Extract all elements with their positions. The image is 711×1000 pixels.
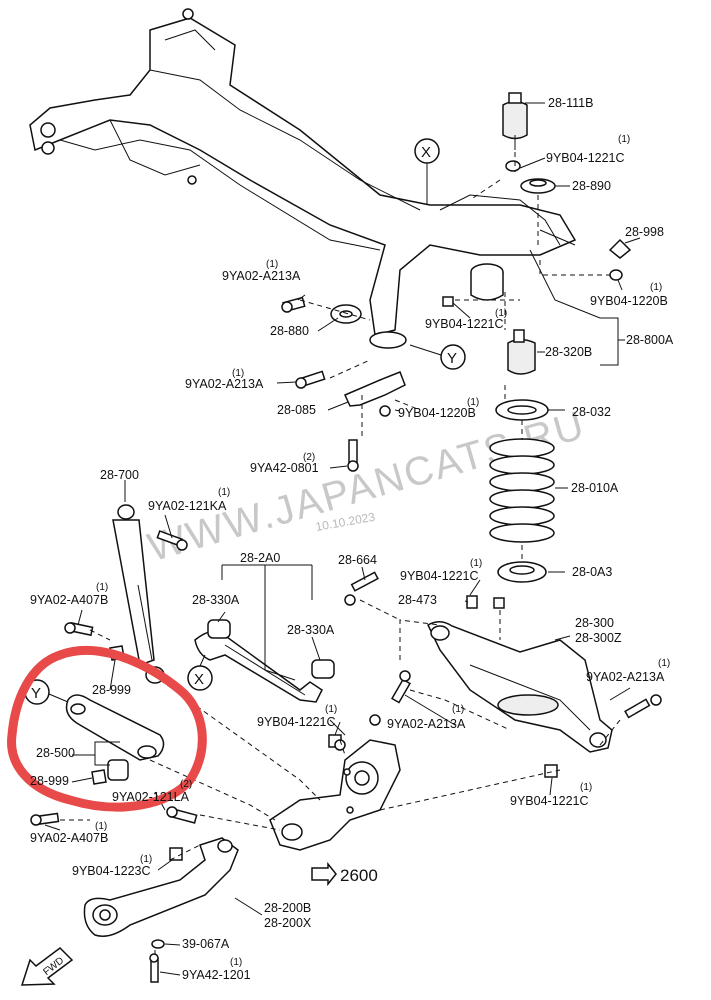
fwd-arrow: FWD [20,947,74,986]
label-28-300Z: 28-300Z [575,631,622,645]
label-28-111B: 28-111B [548,96,593,110]
label-9YB04-1220B-b: 9YB04-1220B [398,406,476,420]
assembly-lines [60,152,621,958]
label-28-300: 28-300 [575,616,614,630]
qty-9YA02-A213A-a: (1) [266,259,278,270]
svg-text:X: X [194,671,204,688]
marker-y-bottom: Y [24,679,69,705]
label-28-330A-b: 28-330A [287,623,335,637]
qty-9YB04-1221C-d: (1) [325,704,337,715]
knuckle [269,714,401,851]
marker-x-top: X [414,138,440,205]
label-28-890: 28-890 [572,179,611,193]
qty-9YA02-121KA: (1) [218,487,230,498]
marker-y-top: Y [409,344,466,370]
leader-lines [44,102,641,976]
qty-9YA02-121LA: (2) [180,779,192,790]
label-28-473: 28-473 [398,593,437,607]
qty-9YB04-1223C: (1) [140,854,152,865]
qty-9YA02-A213A-d: (1) [452,704,464,715]
label-9YA02-A213A-b: 9YA02-A213A [185,377,264,391]
label-28-085: 28-085 [277,403,316,417]
qty-9YB04-1221C-a: (1) [618,134,630,145]
highlight-circle [7,646,207,812]
label-9YB04-1221C-e: 9YB04-1221C [510,794,589,808]
label-39-067A: 39-067A [182,937,230,951]
label-28-200B: 28-200B [264,901,311,915]
part-labels: 28-111B (1) 9YB04-1221C 28-890 28-998 (1… [30,96,674,982]
label-9YA02-A407B-b: 9YA02-A407B [30,831,108,845]
lateral-link-area [30,621,198,826]
qty-9YA42-1201: (1) [230,957,242,968]
qty-9YA02-A407B-b: (1) [95,821,107,832]
svg-text:Y: Y [31,685,41,702]
label-28-664: 28-664 [338,553,377,567]
label-9YB04-1221C-b: 9YB04-1221C [425,317,504,331]
trailing-link [83,837,239,983]
label-9YA42-0801: 9YA42-0801 [250,461,319,475]
misc-fasteners [328,571,662,778]
label-9YB04-1221C-a: 9YB04-1221C [546,151,625,165]
svg-text:Y: Y [447,350,457,367]
label-9YA02-A213A-d: 9YA02-A213A [387,717,466,731]
marker-x-bottom: X [187,654,213,691]
svg-text:X: X [421,144,431,161]
coil-spring [489,438,555,543]
qty-9YB04-1221C-b: (1) [495,308,507,319]
label-9YB04-1221C-d: 9YB04-1221C [257,715,336,729]
label-9YA02-A213A-c: 9YA02-A213A [586,670,665,684]
label-9YA02-121LA: 9YA02-121LA [112,790,190,804]
subframe-fasteners [281,296,454,472]
label-28-200X: 28-200X [264,916,312,930]
lower-control-arm [427,621,613,753]
qty-9YA02-A407B-a: (1) [96,582,108,593]
label-28-0A3: 28-0A3 [572,565,612,579]
ref-2600-label: 2600 [340,866,378,885]
label-28-999-b: 28-999 [30,774,69,788]
label-9YB04-1223C: 9YB04-1223C [72,864,151,878]
label-28-320B: 28-320B [545,345,592,359]
label-9YA02-121KA: 9YA02-121KA [148,499,227,513]
label-28-700: 28-700 [100,468,139,482]
label-28-032: 28-032 [572,405,611,419]
label-28-010A: 28-010A [571,481,619,495]
label-9YA02-A407B-a: 9YA02-A407B [30,593,108,607]
label-28-500: 28-500 [36,746,75,760]
label-9YB04-1220B-a: 9YB04-1220B [590,294,668,308]
qty-9YA42-0801: (2) [303,452,315,463]
qty-9YB04-1220B-b: (1) [467,397,479,408]
ref-2600: 2600 [311,861,378,887]
label-28-999-a: 28-999 [92,683,131,697]
qty-9YA02-A213A-c: (1) [658,658,670,669]
qty-9YB04-1220B-a: (1) [650,282,662,293]
label-28-2A0: 28-2A0 [240,551,280,565]
qty-9YA02-A213A-b: (1) [232,368,244,379]
label-28-880: 28-880 [270,324,309,338]
label-28-800A: 28-800A [626,333,674,347]
qty-9YB04-1221C-e: (1) [580,782,592,793]
label-28-330A-a: 28-330A [192,593,240,607]
label-9YB04-1221C-c: 9YB04-1221C [400,569,479,583]
rear-subframe [29,8,577,349]
upper-mount-parts [489,92,632,583]
label-9YA02-A213A-a: 9YA02-A213A [222,269,301,283]
label-9YA42-1201: 9YA42-1201 [182,968,251,982]
qty-9YB04-1221C-c: (1) [470,558,482,569]
label-28-998: 28-998 [625,225,664,239]
